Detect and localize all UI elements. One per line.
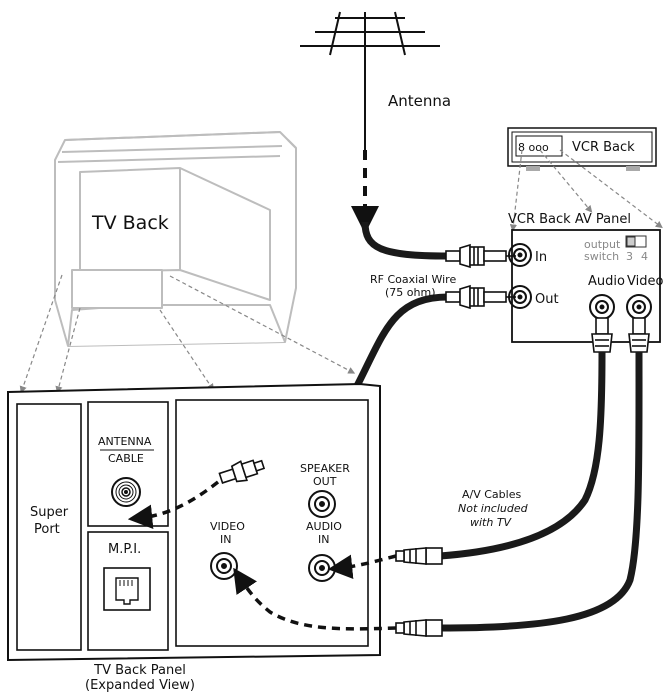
tv-antenna-plug-dash <box>127 480 220 529</box>
super-port-label-1: Super <box>30 505 69 520</box>
output-switch-label-2: switch <box>584 250 619 263</box>
video-cable <box>439 351 643 632</box>
rf-wire-label-2: (75 ohm) <box>385 286 436 299</box>
audio-in-label-2: IN <box>318 533 329 546</box>
speaker-out-label-1: SPEAKER <box>300 462 350 475</box>
vcr-back-box <box>507 127 657 171</box>
vcr-video-label: Video <box>627 274 663 289</box>
vcr-dots: 8 ooo <box>518 141 549 154</box>
antenna-cable-label-1: ANTENNA <box>98 435 152 448</box>
tv-panel-outline <box>7 382 381 662</box>
antenna-icon <box>300 11 440 150</box>
mpi-label: M.P.I. <box>108 542 141 557</box>
vcr-video-plug-icon <box>628 317 650 353</box>
vcr-in-plug-icon <box>445 243 516 269</box>
av-cables-label-1: A/V Cables <box>462 488 521 501</box>
tv-leader-lines <box>19 274 356 394</box>
tv-audio-plug-icon <box>395 547 443 565</box>
antenna-to-vcr-cable <box>361 221 449 260</box>
vcr-out-label: Out <box>535 292 559 307</box>
audio-in-jack <box>308 554 336 582</box>
video-in-label-1: VIDEO <box>210 520 245 533</box>
av-cables-label-2: Not included <box>458 502 529 515</box>
mpi-port-icon <box>103 567 151 611</box>
video-in-label-2: IN <box>220 533 231 546</box>
tv-back-label: TV Back <box>91 212 169 234</box>
output-switch-icon <box>625 235 647 248</box>
vcr-out-plug-icon <box>445 284 516 310</box>
panel-caption-2: (Expanded View) <box>85 678 195 693</box>
antenna-label: Antenna <box>388 92 451 110</box>
video-in-dash <box>233 567 397 631</box>
video-in-jack <box>210 552 238 580</box>
panel-caption-1: TV Back Panel <box>93 663 186 678</box>
audio-cable <box>439 351 606 560</box>
vcr-leader-lines <box>509 149 663 232</box>
output-switch-ch4: 4 <box>641 250 648 263</box>
tv-back-shape <box>54 131 297 347</box>
output-switch-ch3: 3 <box>626 250 633 263</box>
vcr-in-label: In <box>535 250 547 265</box>
tv-antenna-plug-icon <box>218 459 266 484</box>
audio-in-label-1: AUDIO <box>306 520 342 533</box>
output-switch-label-1: output <box>584 238 621 251</box>
vcr-audio-label: Audio <box>588 274 625 289</box>
audio-in-dash <box>327 554 397 579</box>
vcr-back-label: VCR Back <box>572 140 635 155</box>
super-port-label-2: Port <box>34 522 60 537</box>
rf-wire-label-1: RF Coaxial Wire <box>370 273 456 286</box>
vcr-panel-title: VCR Back AV Panel <box>508 212 631 227</box>
tv-antenna-jack <box>111 477 141 507</box>
vcr-audio-plug-icon <box>591 317 613 353</box>
tv-video-plug-icon <box>395 619 443 637</box>
av-cables-label-3: with TV <box>470 516 513 529</box>
vcr-in-jack <box>508 243 532 267</box>
speaker-out-label-2: OUT <box>313 475 337 488</box>
speaker-out-jack <box>308 490 336 518</box>
antenna-cable-label-2: CABLE <box>108 452 144 465</box>
